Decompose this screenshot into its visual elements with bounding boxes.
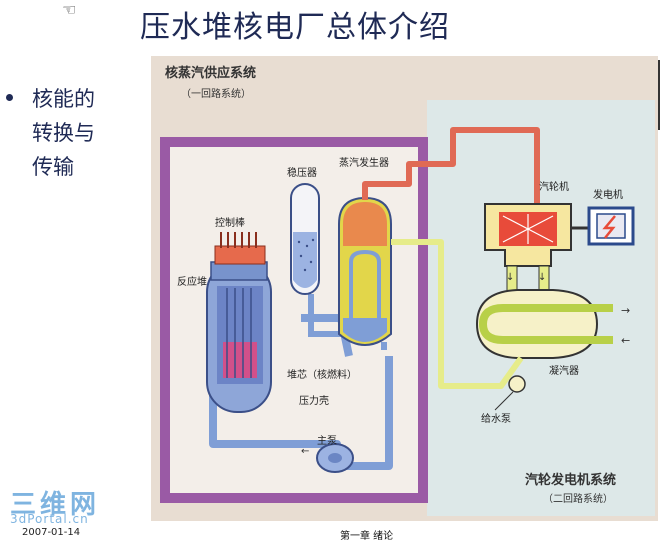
label-steam-generator: 蒸汽发生器 [339, 156, 389, 169]
footer-chapter: 第一章 绪论 [340, 531, 394, 542]
secondary-system-subtitle: （二回路系统） [543, 492, 613, 505]
reactor-vessel [206, 261, 272, 413]
hand-cursor-icon: ☜ [62, 0, 77, 19]
label-condenser: 凝汽器 [549, 364, 579, 377]
flow-arrow-icon: ← [301, 446, 309, 457]
main-pump [316, 443, 354, 473]
bullet-text: 核能的转换与传输 [32, 87, 95, 179]
page-title: 压水堆核电厂总体介绍 [140, 10, 450, 45]
flow-arrow-down-icon: ↓ [506, 272, 514, 283]
feedwater-line [391, 239, 524, 389]
primary-system-subtitle: （一回路系统） [181, 87, 251, 100]
right-edge-rule [658, 60, 660, 130]
control-rods [214, 232, 266, 265]
steam-generator [338, 196, 392, 346]
secondary-system-title: 汽轮发电机系统 [525, 472, 616, 488]
pressurizer [290, 183, 320, 295]
logo-bottom-text: 3dPortal.cn [10, 512, 89, 526]
label-feed-pump: 给水泵 [481, 412, 511, 425]
primary-system-title: 核蒸汽供应系统 [165, 65, 256, 81]
feed-pump-leader [494, 391, 514, 411]
reactor-core [223, 342, 257, 378]
label-reactor: 反应堆 [177, 275, 207, 288]
label-pressurizer: 稳压器 [287, 166, 317, 179]
flow-arrow-down-icon: ↓ [538, 272, 546, 283]
main-steam-line [362, 127, 540, 206]
feed-pump [508, 375, 526, 393]
label-core: 堆芯（核燃料） [287, 368, 357, 381]
site-logo: 三维网 3dPortal.cn [8, 484, 108, 528]
generator [587, 206, 635, 246]
pwr-diagram: 核蒸汽供应系统 （一回路系统） 汽轮发电机系统 （二回路系统） 主泵 ← [151, 56, 658, 521]
label-generator: 发电机 [593, 188, 623, 201]
logo-top-text: 三维网 [10, 490, 101, 520]
label-turbine: 汽轮机 [539, 180, 569, 193]
turbine [484, 203, 572, 267]
label-main-pump: 主泵 [317, 435, 337, 447]
label-pressure-vessel: 压力壳 [299, 394, 329, 407]
footer-date: 2007-01-14 [22, 527, 81, 538]
bullet-dot-icon [6, 94, 13, 101]
pwr-diagram-svg: 核蒸汽供应系统 （一回路系统） 汽轮发电机系统 （二回路系统） 主泵 ← [151, 56, 658, 521]
condenser [475, 289, 613, 359]
cooling-out-arrow-icon: → [621, 304, 630, 317]
label-control-rods: 控制棒 [215, 216, 245, 229]
cooling-in-arrow-icon: ← [621, 334, 630, 347]
